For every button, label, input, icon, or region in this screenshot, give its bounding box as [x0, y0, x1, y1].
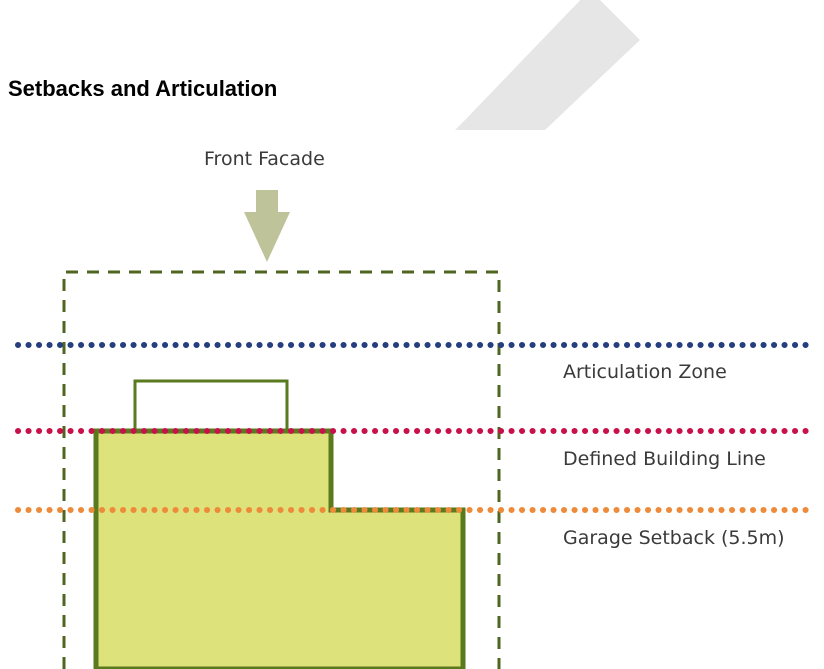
page-heading: Setbacks and Articulation [8, 76, 278, 101]
watermark-shape [455, 0, 640, 130]
building-footprint [93, 428, 466, 669]
garage-setback-label: Garage Setback (5.5m) [563, 527, 785, 549]
front-facade-arrow-icon [244, 190, 290, 262]
lot-boundary [62, 270, 501, 669]
articulation-element [133, 379, 289, 433]
defined-building-line-label: Defined Building Line [563, 448, 766, 470]
articulation-zone-label: Articulation Zone [563, 361, 727, 383]
front-facade-label: Front Facade [204, 148, 325, 170]
